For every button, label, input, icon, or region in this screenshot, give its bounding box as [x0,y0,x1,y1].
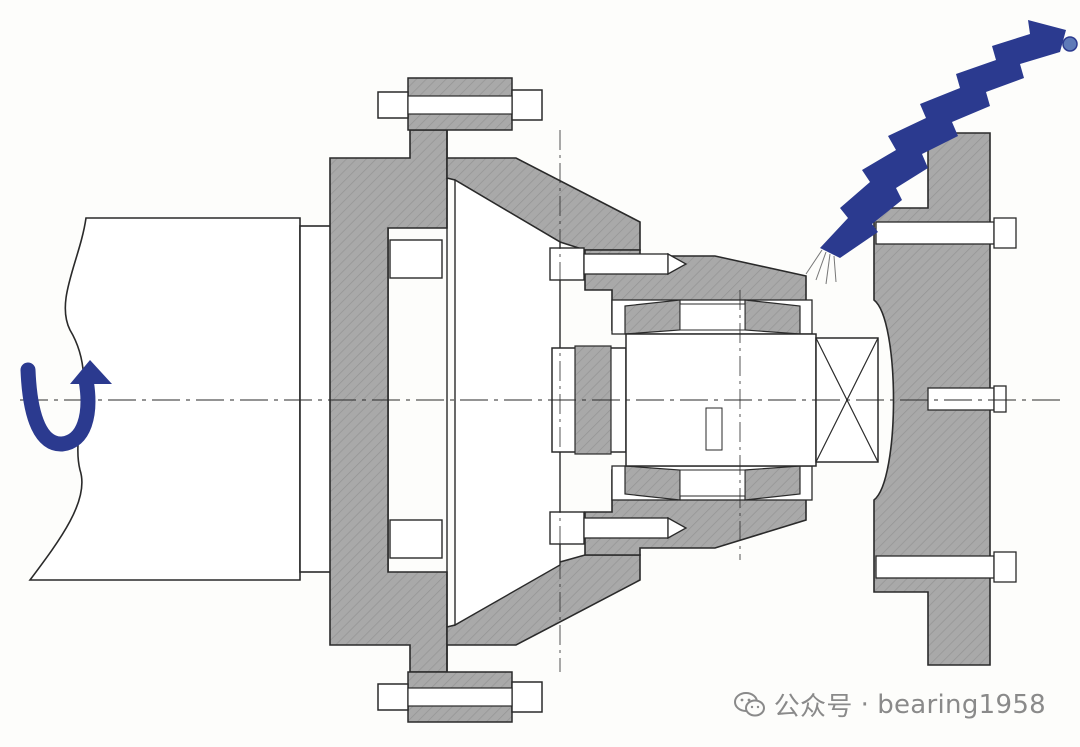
bottom-flange-bolt [377,671,543,723]
tapered-roller-bearing-lower [611,465,813,501]
housing-screw-lower [549,511,688,545]
watermark: 公众号 · bearing1958 [733,686,1046,723]
left-flange-bolt-upper [389,239,443,279]
cone-cavity [454,178,561,627]
left-flange-section [329,129,448,673]
motor-shaft-body [28,217,301,581]
right-plate-bolt-lower [875,555,995,579]
zigzag-spray-jet-icon [805,20,1078,285]
watermark-separator: · [860,689,870,720]
right-plate-bolt-upper [875,221,995,245]
right-plate-bolt-mid [927,387,995,411]
watermark-account-label: 公众号 [773,692,853,722]
curved-rotation-arrow-icon [20,360,112,452]
top-flange-bolt [377,77,543,131]
wechat-icon [733,691,765,716]
tapered-roller-bearing-upper [611,299,813,335]
housing-screw-upper [549,247,688,281]
watermark-account-name: bearing1958 [877,689,1046,720]
left-flange-bolt-lower [389,519,443,559]
